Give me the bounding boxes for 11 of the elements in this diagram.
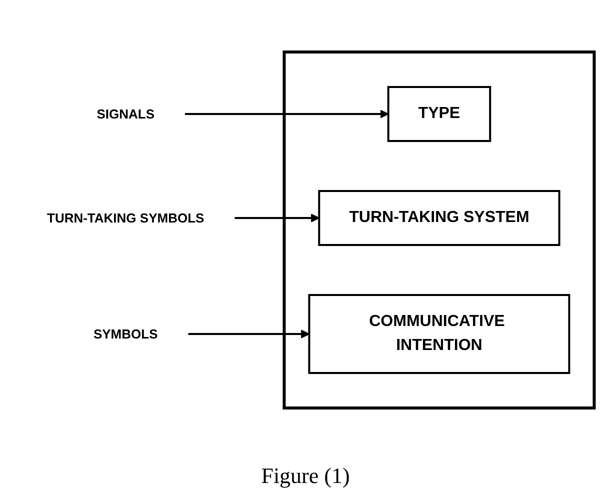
node-text: SYMBOLS <box>93 326 158 341</box>
node-box: COMMUNICATIVE INTENTION <box>308 294 570 374</box>
node-box: TURN-TAKING SYSTEM <box>318 190 560 246</box>
arrow <box>188 329 310 338</box>
node-text: TURN-TAKING SYMBOLS <box>46 210 204 225</box>
node-text: SIGNALS <box>96 106 154 121</box>
arrow <box>184 109 389 118</box>
arrow <box>234 213 320 222</box>
figure-caption: Figure (1) <box>261 463 350 489</box>
cluster <box>282 50 596 409</box>
node-box: TYPE <box>387 86 491 142</box>
